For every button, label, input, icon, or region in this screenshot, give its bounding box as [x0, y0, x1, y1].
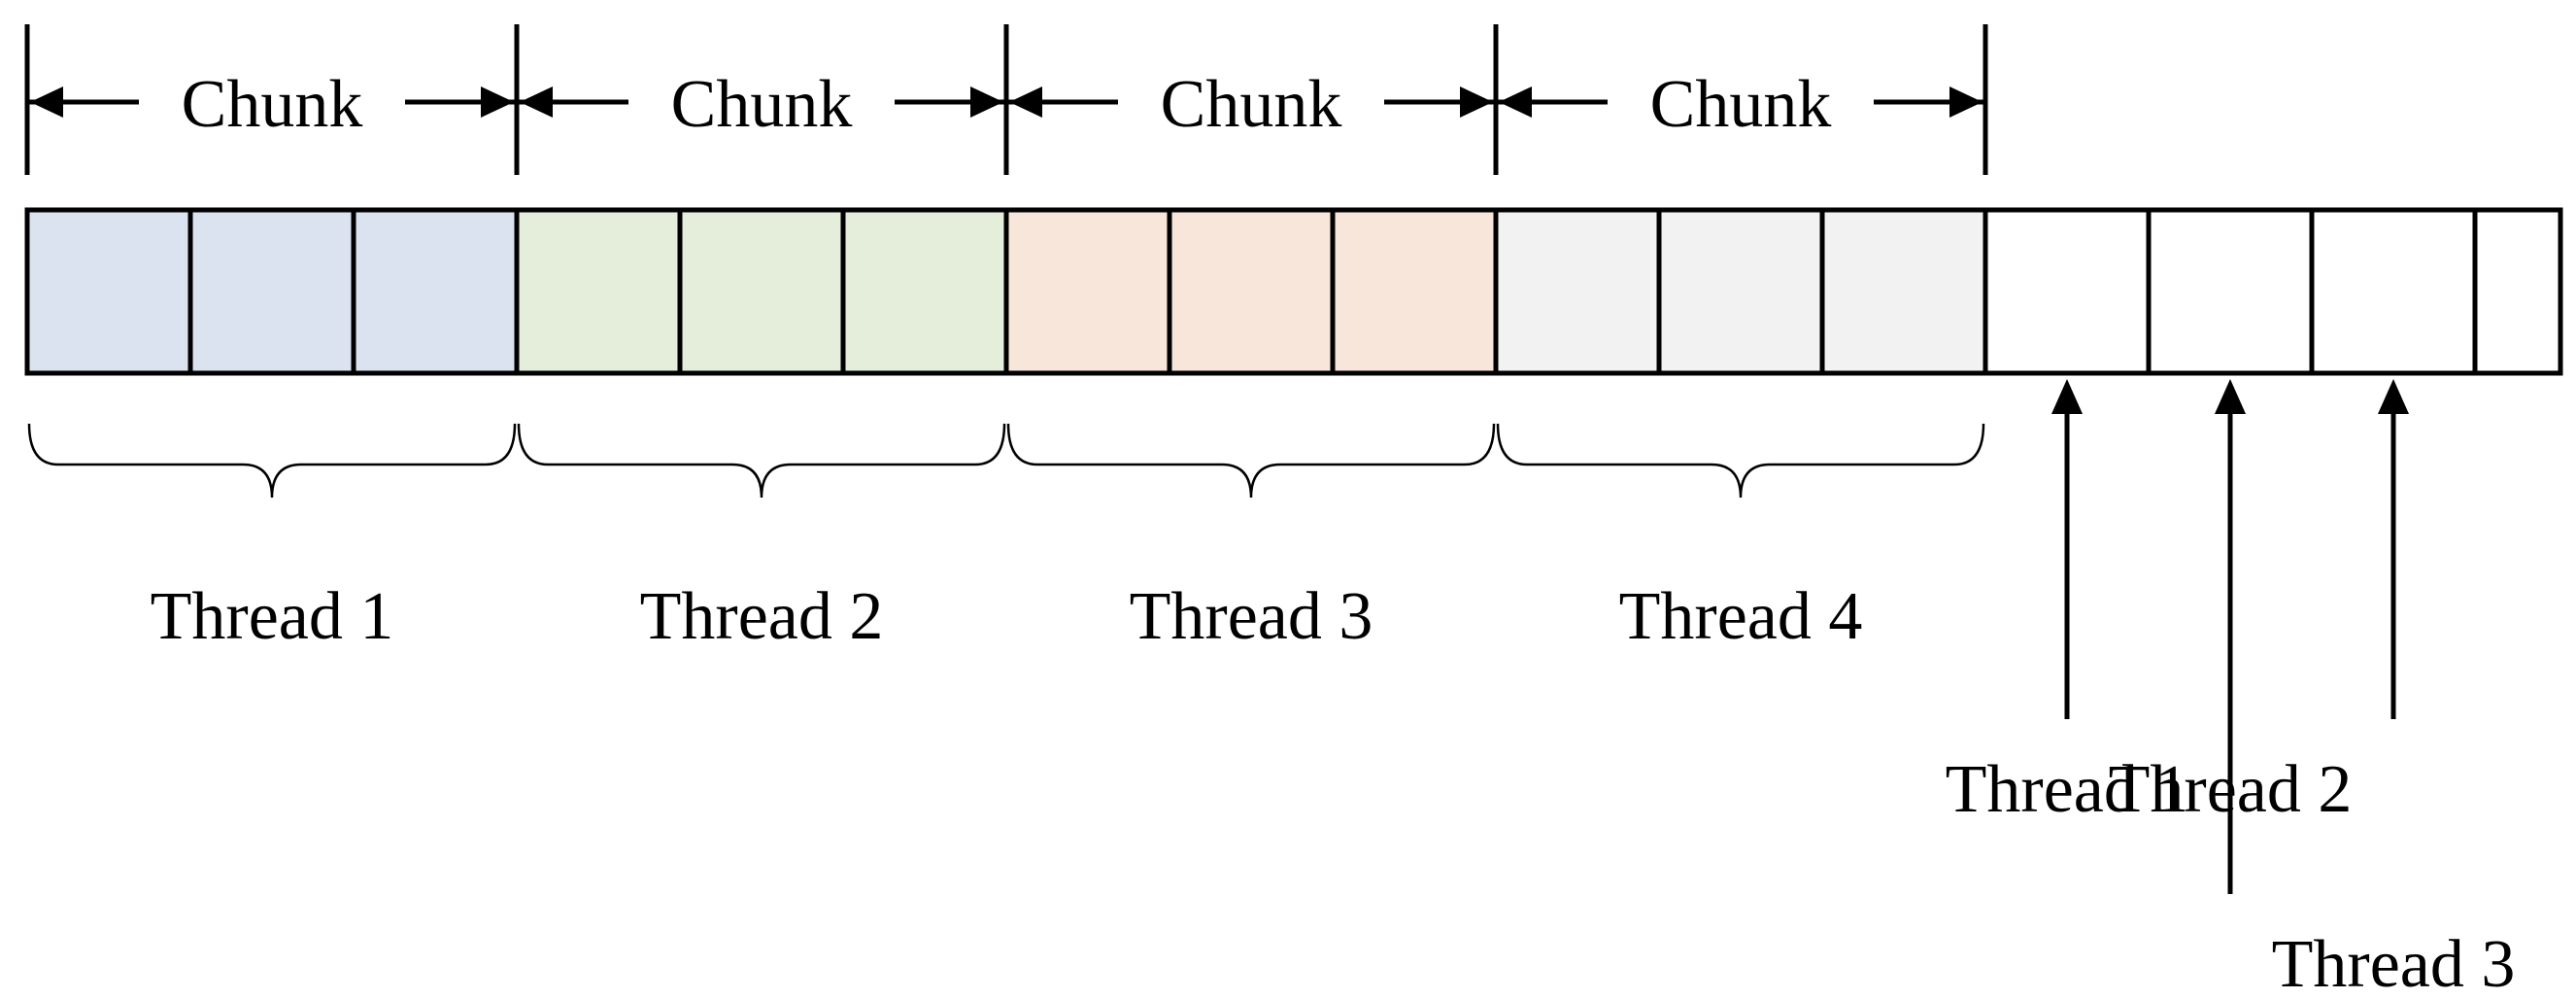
chunk-cell	[1330, 207, 1499, 376]
memory-cells	[24, 207, 2563, 376]
chunk-label: Chunk	[1161, 67, 1342, 142]
thread-label: Thread 3	[1130, 579, 1373, 654]
thread-brace	[1006, 423, 1496, 499]
chunk-cell	[840, 207, 1009, 376]
thread-braces: Thread 1 Thread 2 Thread 3 Thread 4	[27, 423, 1985, 654]
arrow-left-icon	[1009, 86, 1042, 118]
arrow-up-icon	[2051, 379, 2083, 414]
arrow-up-icon	[2215, 379, 2246, 414]
arrow-right-icon	[1460, 86, 1493, 118]
arrow-right-icon	[481, 86, 514, 118]
thread-brace	[27, 423, 517, 499]
arrow-right-icon	[970, 86, 1003, 118]
chunk-cell	[1167, 207, 1336, 376]
arrow-right-icon	[1949, 86, 1983, 118]
arrow-up-icon	[2378, 379, 2409, 414]
pointer-thread-label: Thread 2	[2109, 752, 2353, 827]
free-cell	[2309, 207, 2478, 376]
arrow-left-icon	[520, 86, 553, 118]
thread-brace	[517, 423, 1006, 499]
chunk-cell	[1003, 207, 1172, 376]
free-cell	[1983, 207, 2152, 376]
chunk-cell	[677, 207, 846, 376]
chunk-cell	[187, 207, 356, 376]
free-cell	[2472, 207, 2563, 376]
chunk-cell	[1493, 207, 1662, 376]
chunk-cell	[514, 207, 683, 376]
chunk-label: Chunk	[182, 67, 363, 142]
thread-brace	[1496, 423, 1985, 499]
free-cell	[2146, 207, 2315, 376]
chunk-label: Chunk	[1650, 67, 1832, 142]
arrow-left-icon	[30, 86, 63, 118]
chunk-cell	[1656, 207, 1825, 376]
chunk-cell	[24, 207, 193, 376]
pointer-thread-label: Thread 3	[2272, 927, 2516, 999]
pointer-thread-label: Thread 1	[1946, 752, 2189, 827]
thread-label: Thread 4	[1619, 579, 1863, 654]
arrow-left-icon	[1499, 86, 1532, 118]
thread-label: Thread 2	[640, 579, 884, 654]
chunk-label: Chunk	[671, 67, 853, 142]
chunk-rulers: Chunk Chunk Chunk Chunk	[24, 24, 1988, 175]
thread-label: Thread 1	[151, 579, 394, 654]
chunk-cell	[351, 207, 520, 376]
chunk-cell	[1819, 207, 1988, 376]
